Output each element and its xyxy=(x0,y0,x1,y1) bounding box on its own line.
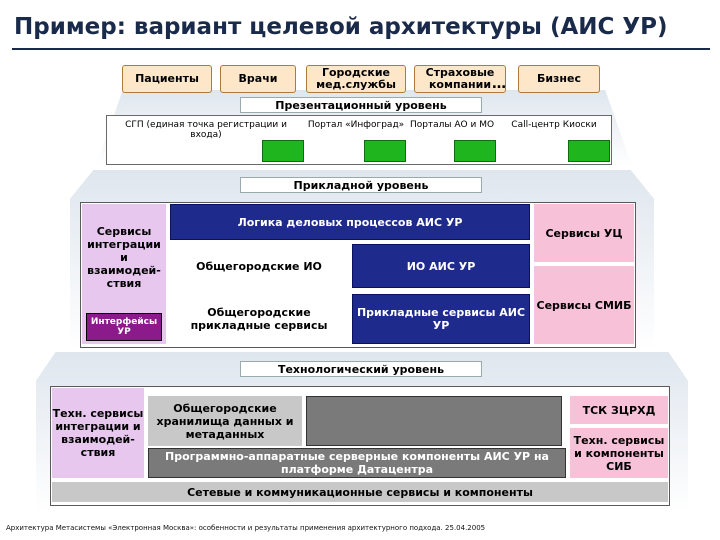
title-underline xyxy=(12,48,710,50)
actor-insurance-companies: Страховые компании xyxy=(414,65,506,93)
sib-services-block: Техн. сервисы и компоненты СИБ xyxy=(570,428,668,478)
smib-services-block: Сервисы СМИБ xyxy=(534,266,634,344)
tech-integration-block: Техн. сервисы интеграции и взаимодей-ств… xyxy=(52,388,144,478)
network-services-block: Сетевые и коммуникационные сервисы и ком… xyxy=(52,482,668,502)
ais-io-block: ИО АИС УР xyxy=(352,244,530,288)
city-app-services-block: Общегородские прикладные сервисы xyxy=(170,294,348,344)
title-suffix: (АИС УР) xyxy=(549,14,668,40)
presentation-tier-label: Презентационный уровень xyxy=(240,97,482,113)
title-main: Пример: вариант целевой архитектуры xyxy=(14,14,542,40)
actor-patients: Пациенты xyxy=(122,65,212,93)
actor-business: Бизнес xyxy=(518,65,600,93)
hardware-components-block: Программно-аппаратные серверные компонен… xyxy=(148,448,566,478)
presentation-green-marker-3 xyxy=(454,140,496,162)
uc-services-block: Сервисы УЦ xyxy=(534,204,634,262)
ur-interfaces-block: Интерфейсы УР xyxy=(86,313,162,341)
presentation-green-marker-2 xyxy=(364,140,406,162)
presentation-green-marker-1 xyxy=(262,140,304,162)
tsk-block: ТСК ЗЦРХД xyxy=(570,396,668,424)
hardware-components-placeholder xyxy=(306,396,562,446)
technology-tier-label: Технологический уровень xyxy=(240,361,482,377)
city-io-block: Общегородские ИО xyxy=(170,244,348,288)
slide-title: Пример: вариант целевой архитектуры (АИС… xyxy=(14,14,668,40)
actors-more-ellipsis: … xyxy=(492,76,507,92)
business-logic-block: Логика деловых процессов АИС УР xyxy=(170,204,530,240)
application-tier-label: Прикладной уровень xyxy=(240,177,482,193)
actor-city-med-services: Городские мед.службы xyxy=(306,65,406,93)
actor-doctors: Врачи xyxy=(220,65,296,93)
city-storage-block: Общегородские хранилища данных и метадан… xyxy=(148,396,302,446)
presentation-green-marker-4 xyxy=(568,140,610,162)
slide-footer: Архитектура Метасистемы «Электронная Мос… xyxy=(6,524,486,532)
ais-app-services-block: Прикладные сервисы АИС УР xyxy=(352,294,530,344)
